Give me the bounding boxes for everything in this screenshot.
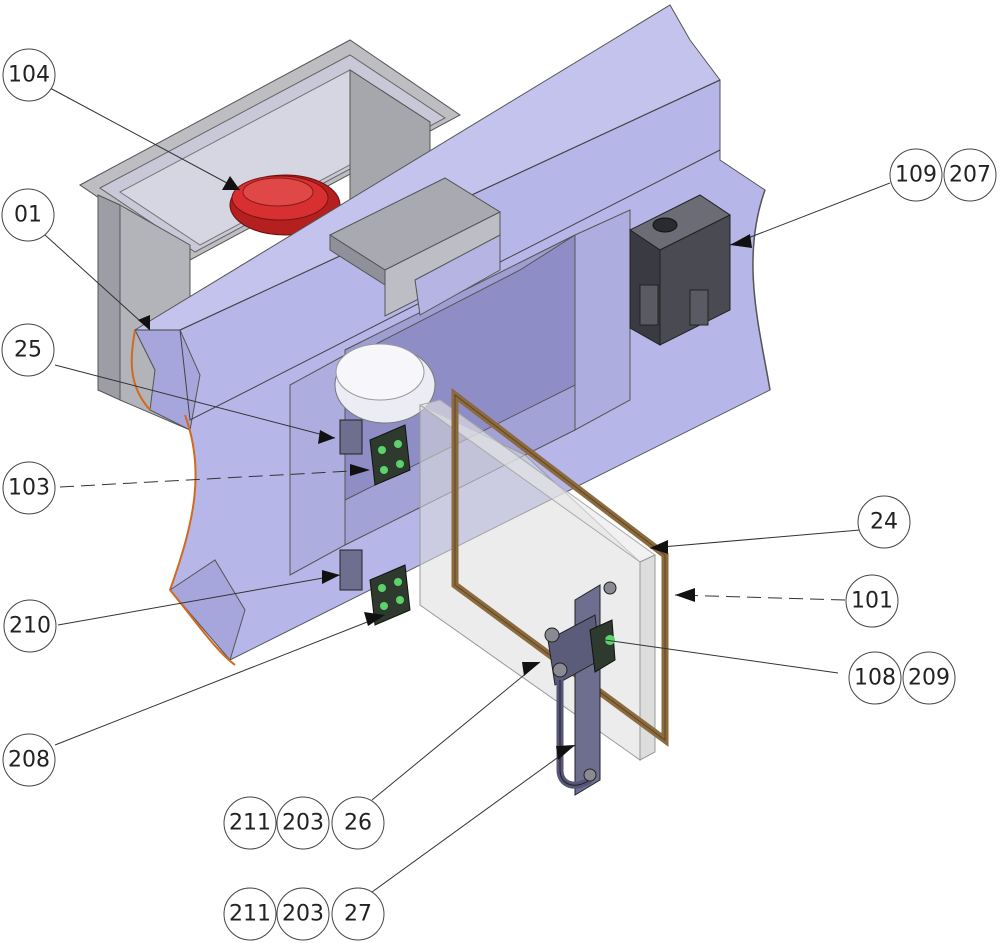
upper-hinge (339, 419, 411, 486)
balloon-211-lower: 211 (223, 887, 277, 941)
svg-text:209: 209 (908, 666, 950, 691)
svg-text:211: 211 (229, 811, 271, 836)
balloon-26: 26 (331, 796, 385, 850)
red-pulley (229, 174, 341, 236)
svg-text:210: 210 (9, 614, 51, 639)
svg-text:27: 27 (344, 902, 372, 927)
balloon-101: 101 (845, 574, 899, 628)
svg-text:207: 207 (949, 163, 991, 188)
balloon-103: 103 (2, 461, 56, 515)
limit-switch-box (629, 194, 731, 346)
lower-hinge (339, 549, 411, 626)
svg-text:203: 203 (282, 811, 324, 836)
balloon-104: 104 (2, 48, 56, 102)
svg-text:203: 203 (282, 902, 324, 927)
balloon-109: 109 (889, 148, 943, 202)
balloon-209: 209 (902, 651, 956, 705)
balloon-27: 27 (331, 887, 385, 941)
svg-text:104: 104 (8, 63, 50, 88)
balloon-108: 108 (848, 651, 902, 705)
door-latch-handle (544, 581, 617, 796)
svg-text:211: 211 (229, 902, 271, 927)
balloon-210: 210 (3, 599, 57, 653)
arrowheads (138, 176, 752, 760)
balloon-203-upper: 203 (276, 796, 330, 850)
svg-text:24: 24 (870, 510, 898, 535)
svg-text:108: 108 (854, 666, 896, 691)
balloon-24: 24 (857, 495, 911, 549)
balloon-211-upper: 211 (223, 796, 277, 850)
svg-text:26: 26 (344, 811, 372, 836)
balloon-207: 207 (943, 148, 997, 202)
top-cross-beam (328, 177, 502, 317)
svg-text:25: 25 (14, 338, 42, 363)
door-gasket (451, 387, 669, 747)
leader-lines (44, 87, 891, 893)
balloon-01: 01 (1, 188, 55, 242)
balloon-203-lower: 203 (276, 887, 330, 941)
balloon-25: 25 (1, 323, 55, 377)
svg-text:208: 208 (8, 748, 50, 773)
svg-text:101: 101 (851, 589, 893, 614)
svg-text:103: 103 (8, 476, 50, 501)
svg-text:01: 01 (14, 203, 42, 228)
balloon-208: 208 (2, 733, 56, 787)
svg-text:109: 109 (895, 163, 937, 188)
